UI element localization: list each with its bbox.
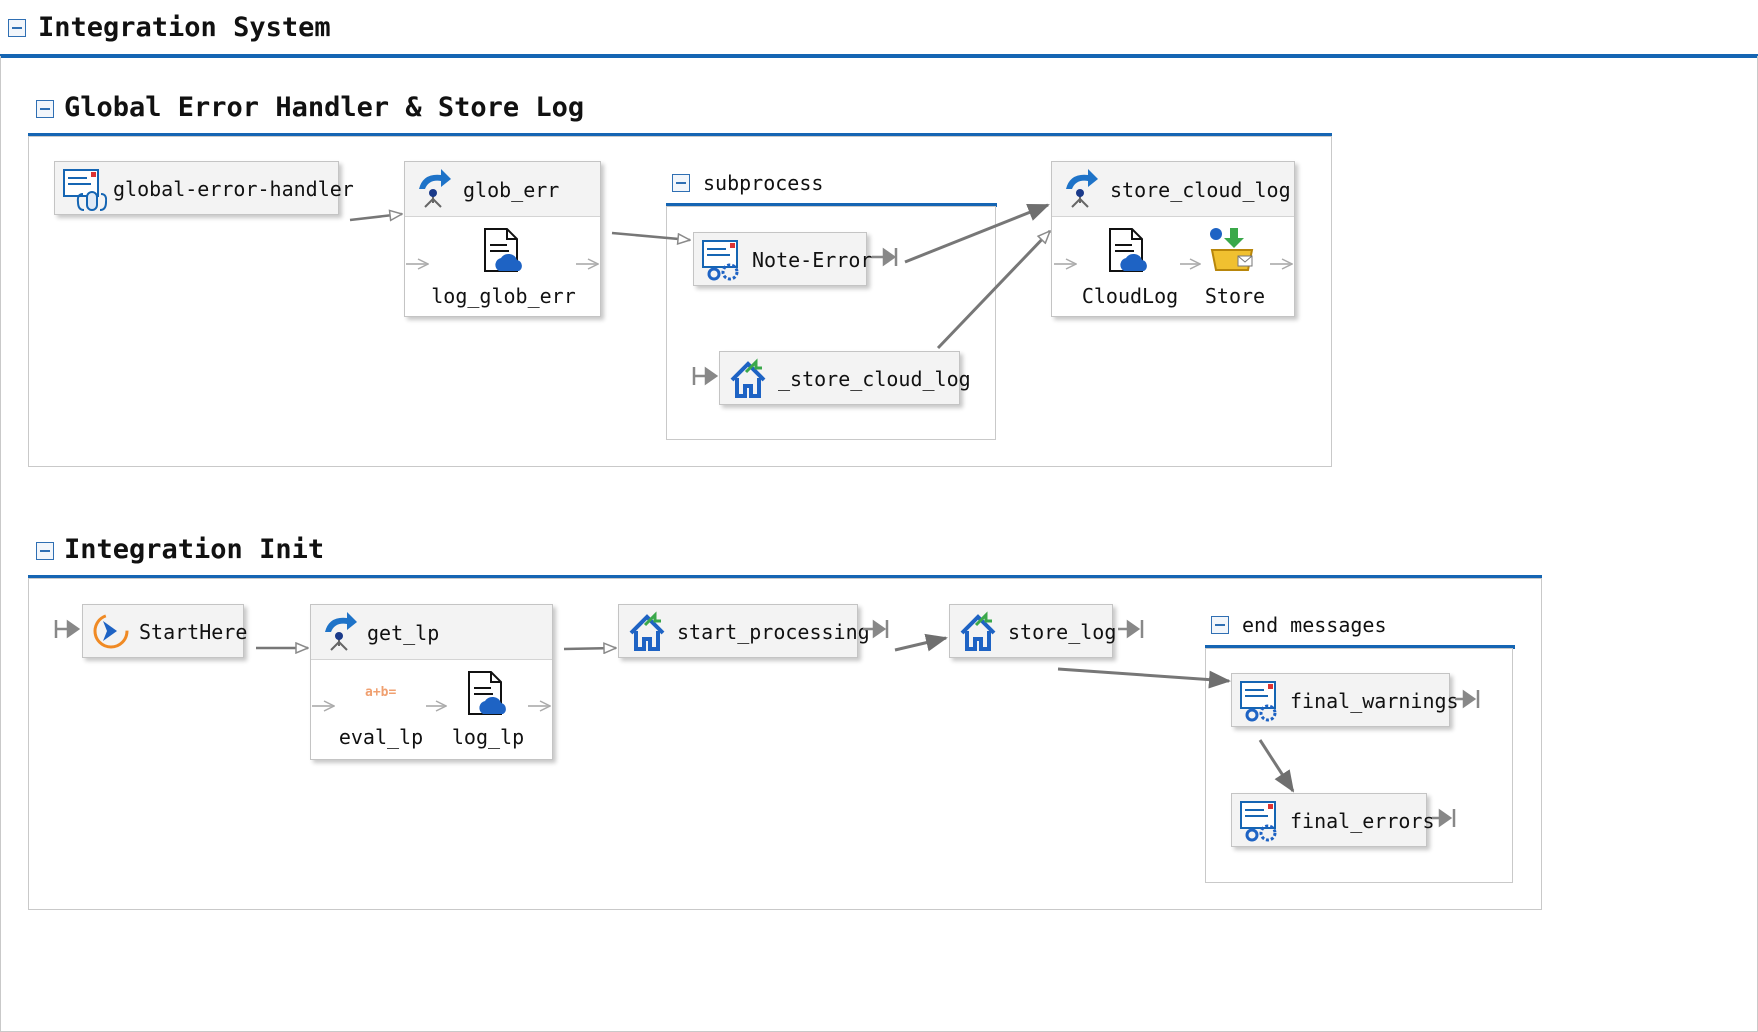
final-warnings-node[interactable]: final_warnings bbox=[1231, 673, 1459, 727]
store-cloud-log-icon bbox=[1066, 169, 1098, 208]
log-lp-label: log_lp bbox=[451, 725, 525, 749]
final-warnings-label: final_warnings bbox=[1290, 689, 1459, 713]
end-messages-rule bbox=[1205, 645, 1515, 649]
get-lp-icon bbox=[325, 612, 357, 651]
store-label: Store bbox=[1204, 284, 1266, 308]
system-title: Integration System bbox=[38, 12, 331, 43]
eval-icon: a+b= bbox=[365, 685, 397, 700]
start-here-label: StartHere bbox=[139, 620, 248, 644]
note-error-node[interactable]: Note-Error bbox=[693, 232, 872, 286]
log-doc-cloud-icon bbox=[484, 228, 522, 272]
subprocess-frame bbox=[666, 206, 996, 440]
eval-lp-label: eval_lp bbox=[338, 725, 424, 749]
cloudlog-label: CloudLog bbox=[1081, 284, 1179, 308]
global-group-frame bbox=[28, 136, 1332, 467]
subprocess-title: subprocess bbox=[703, 171, 824, 195]
start-icon bbox=[93, 613, 129, 649]
global-group-title: Global Error Handler & Store Log bbox=[64, 92, 585, 123]
store-cloud-log-label: store_cloud_log bbox=[1110, 178, 1291, 202]
store-log-label: store_log bbox=[1008, 620, 1117, 644]
store-cloud-log-entry-label: _store_cloud_log bbox=[778, 367, 971, 391]
start-processing-node[interactable]: start_processing bbox=[618, 604, 870, 658]
init-group-title: Integration Init bbox=[64, 534, 325, 565]
glob-err-label: glob_err bbox=[463, 178, 560, 202]
connector bbox=[54, 619, 1480, 828]
cloudlog-doc-icon bbox=[1109, 228, 1147, 272]
global-group-rule bbox=[28, 133, 1332, 137]
collapse-system-icon[interactable] bbox=[4, 15, 26, 37]
final-errors-node[interactable]: final_errors bbox=[1231, 793, 1435, 847]
end-messages-frame bbox=[1205, 648, 1513, 883]
store-cloud-log-entry-node[interactable]: _store_cloud_log bbox=[719, 351, 971, 405]
connector bbox=[349, 203, 1292, 386]
start-processing-label: start_processing bbox=[677, 620, 870, 644]
log-lp-doc-icon bbox=[468, 671, 506, 715]
error-handler-icon bbox=[63, 169, 107, 211]
init-group-rule bbox=[28, 575, 1542, 579]
house-icon bbox=[730, 358, 766, 398]
subprocess-rule bbox=[666, 203, 997, 207]
note-error-label: Note-Error bbox=[752, 248, 873, 272]
note-gear-icon bbox=[702, 240, 739, 281]
glob-err-node[interactable]: glob_err log_glob_err bbox=[404, 161, 601, 317]
note-gear-icon bbox=[1240, 801, 1277, 842]
final-errors-label: final_errors bbox=[1290, 809, 1435, 833]
get-lp-label: get_lp bbox=[367, 621, 440, 645]
store-cloud-log-node[interactable]: store_cloud_log CloudLog Store bbox=[1051, 161, 1295, 317]
collapse-end-messages-icon[interactable] bbox=[1207, 612, 1229, 634]
glob-err-icon bbox=[419, 169, 451, 208]
store-inbox-icon bbox=[1210, 228, 1254, 271]
house-icon bbox=[629, 611, 665, 651]
end-messages-title: end messages bbox=[1242, 613, 1387, 637]
log-glob-err-label: log_glob_err bbox=[431, 284, 576, 308]
start-here-node[interactable]: StartHere bbox=[82, 604, 248, 658]
note-gear-icon bbox=[1240, 681, 1277, 722]
store-log-node[interactable]: store_log bbox=[949, 604, 1117, 658]
global-error-handler-label: global-error-handler bbox=[113, 177, 354, 201]
get-lp-node[interactable]: get_lp a+b= eval_lp log_lp bbox=[310, 604, 553, 760]
init-group-frame bbox=[28, 578, 1542, 910]
system-rule bbox=[0, 54, 1758, 58]
global-error-handler-node[interactable]: global-error-handler bbox=[54, 161, 354, 215]
house-icon bbox=[960, 611, 996, 651]
